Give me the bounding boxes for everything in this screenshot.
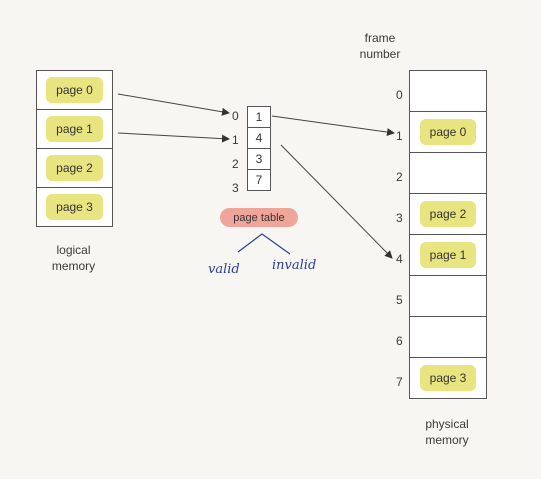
page-table-entry-1: 4 bbox=[248, 128, 270, 149]
page-table-label: page table bbox=[220, 208, 298, 227]
arrow-page0-to-table bbox=[117, 93, 230, 116]
frame-2 bbox=[410, 153, 486, 194]
logical-memory-label: logical memory bbox=[26, 242, 121, 274]
page-table-index-0: 0 bbox=[232, 109, 239, 123]
logical-page-1-label: page 1 bbox=[46, 116, 103, 142]
logical-page-2-label: page 2 bbox=[46, 155, 103, 181]
frame-number-3: 3 bbox=[396, 211, 403, 225]
arrow-entry1-to-frame4 bbox=[280, 144, 393, 259]
physical-memory-label: physical memory bbox=[405, 416, 489, 448]
frame-1: page 0 bbox=[410, 112, 486, 153]
logical-page-1: page 1 bbox=[37, 110, 112, 149]
page-table-index-1: 1 bbox=[232, 133, 239, 147]
frame-number-1: 1 bbox=[396, 129, 403, 143]
arrow-page1-to-table bbox=[117, 132, 230, 143]
logical-page-3-label: page 3 bbox=[46, 194, 103, 220]
frame-1-label: page 0 bbox=[419, 119, 477, 145]
frame-4: page 1 bbox=[410, 235, 486, 276]
logical-memory-block: page 0 page 1 page 2 page 3 bbox=[36, 70, 113, 227]
frame-7-label: page 3 bbox=[419, 365, 477, 391]
frame-3-label: page 2 bbox=[419, 201, 477, 227]
page-table: 1 4 3 7 bbox=[247, 106, 271, 191]
page-table-entry-3: 7 bbox=[255, 173, 263, 187]
logical-page-0-label: page 0 bbox=[46, 77, 103, 103]
frame-number-header-line2: number bbox=[359, 47, 401, 61]
frame-3: page 2 bbox=[410, 194, 486, 235]
frame-number-7: 7 bbox=[396, 375, 403, 389]
page-table-entry-0: 1 bbox=[248, 107, 270, 128]
frame-6 bbox=[410, 317, 486, 358]
frame-number-6: 6 bbox=[396, 334, 403, 348]
frame-number-2: 2 bbox=[396, 170, 403, 184]
page-table-entry-2: 3 bbox=[248, 149, 270, 170]
valid-annotation: valid bbox=[208, 262, 240, 277]
invalid-annotation: invalid bbox=[272, 258, 317, 273]
physical-memory-block: page 0 page 2 page 1 page 3 bbox=[409, 70, 487, 399]
logical-page-0: page 0 bbox=[37, 71, 112, 110]
physical-memory-label-line1: physical bbox=[425, 417, 469, 431]
page-table-index-3: 3 bbox=[232, 181, 239, 195]
frame-number-4: 4 bbox=[396, 252, 403, 266]
physical-memory-label-line2: memory bbox=[425, 433, 469, 447]
arrow-entry0-to-frame1 bbox=[271, 115, 395, 136]
frame-number-0: 0 bbox=[396, 88, 403, 102]
frame-7: page 3 bbox=[410, 358, 486, 398]
logical-page-2: page 2 bbox=[37, 149, 112, 188]
frame-number-header: frame number bbox=[350, 30, 410, 62]
logical-memory-label-line2: memory bbox=[51, 259, 96, 273]
frame-4-label: page 1 bbox=[419, 242, 477, 268]
logical-page-3: page 3 bbox=[37, 188, 112, 226]
frame-number-header-line1: frame bbox=[364, 31, 396, 45]
annotation-bracket bbox=[237, 233, 291, 255]
logical-memory-label-line1: logical bbox=[56, 243, 91, 257]
frame-number-5: 5 bbox=[396, 293, 403, 307]
frame-5 bbox=[410, 276, 486, 317]
frame-0 bbox=[410, 71, 486, 112]
page-table-index-2: 2 bbox=[232, 157, 239, 171]
